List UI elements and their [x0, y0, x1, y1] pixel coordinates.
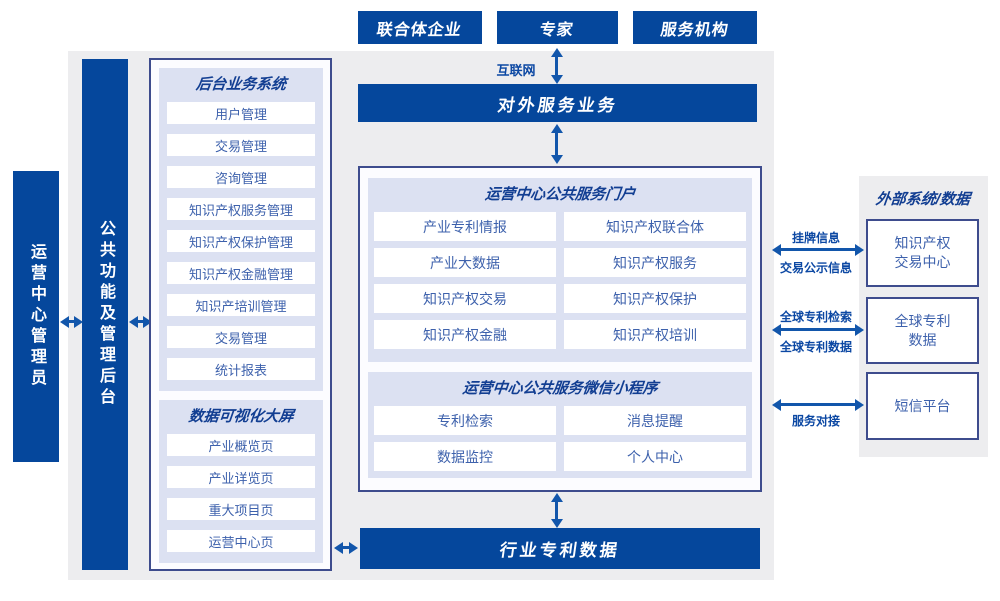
actor-consortium-enterprises: 联合体企业	[358, 11, 482, 44]
backoffice-item: 知识产权服务管理	[167, 198, 315, 220]
portal-item: 知识产权交易	[374, 284, 556, 313]
portal-section: 运营中心公共服务门户 产业专利情报 知识产权联合体 产业大数据 知识产权服务 知…	[368, 178, 752, 362]
backoffice-item: 用户管理	[167, 102, 315, 124]
dashboard-item: 运营中心页	[167, 530, 315, 552]
double-arrow-global-patent-icon	[772, 323, 864, 336]
portal-item: 知识产权保护	[564, 284, 746, 313]
dashboard-section: 数据可视化大屏 产业概览页 产业详览页 重大项目页 运营中心页	[159, 400, 323, 563]
external-system-label: 全球专利	[894, 312, 951, 329]
link-label-service-docking: 服务对接	[791, 414, 840, 428]
external-system-sms-platform: 短信平台	[866, 372, 979, 440]
miniprogram-item: 数据监控	[374, 442, 556, 471]
backoffice-items: 用户管理 交易管理 咨询管理 知识产权服务管理 知识产权保护管理 知识产权金融管…	[159, 102, 323, 380]
portal-items: 产业专利情报 知识产权联合体 产业大数据 知识产权服务 知识产权交易 知识产权保…	[368, 212, 752, 349]
portal-item: 知识产权联合体	[564, 212, 746, 241]
industry-patent-data-bar: 行业专利数据	[360, 528, 760, 569]
link-label-global-patent-data: 全球专利数据	[779, 340, 852, 354]
portal-item: 知识产权服务	[564, 248, 746, 277]
external-system-ip-trading-center: 知识产权 交易中心	[866, 219, 979, 287]
miniprogram-section: 运营中心公共服务微信小程序 专利检索 消息提醒 数据监控 个人中心	[368, 372, 752, 478]
backoffice-item: 知识产权保护管理	[167, 230, 315, 252]
portal-item: 产业大数据	[374, 248, 556, 277]
external-system-label: 数据	[908, 331, 937, 348]
link-label-global-patent-search: 全球专利检索	[779, 310, 852, 324]
portal-title: 运营中心公共服务门户	[484, 186, 636, 203]
actor-service-organizations: 服务机构	[633, 11, 757, 44]
portal-item: 知识产权培训	[564, 320, 746, 349]
dashboard-items: 产业概览页 产业详览页 重大项目页 运营中心页	[159, 434, 323, 552]
external-system-label: 短信平台	[894, 397, 951, 414]
portal-item: 产业专利情报	[374, 212, 556, 241]
double-arrow-sms-icon	[772, 398, 864, 411]
backoffice-item: 交易管理	[167, 134, 315, 156]
actor-label: 专家	[538, 21, 576, 39]
double-arrow-internet-icon	[550, 48, 563, 84]
link-label-trade-publicity-info: 交易公示信息	[779, 261, 852, 275]
miniprogram-item: 消息提醒	[564, 406, 746, 435]
double-arrow-portal-to-patent-data-icon	[550, 493, 563, 528]
dashboard-title: 数据可视化大屏	[187, 408, 295, 425]
external-system-label: 知识产权	[894, 235, 951, 251]
double-arrow-admin-backend-icon	[60, 315, 83, 328]
external-service-bar-label: 对外服务业务	[495, 95, 619, 115]
dashboard-item: 重大项目页	[167, 498, 315, 520]
portal-item: 知识产权金融	[374, 320, 556, 349]
external-system-label: 交易中心	[894, 254, 951, 270]
miniprogram-items: 专利检索 消息提醒 数据监控 个人中心	[368, 406, 752, 471]
external-service-bar: 对外服务业务	[358, 84, 757, 122]
backoffice-title: 后台业务系统	[195, 76, 287, 93]
external-systems-title: 外部系统/数据	[874, 191, 971, 208]
double-arrow-service-to-portal-icon	[550, 124, 563, 164]
miniprogram-item: 专利检索	[374, 406, 556, 435]
backoffice-item: 咨询管理	[167, 166, 315, 188]
industry-patent-data-label: 行业专利数据	[498, 541, 622, 560]
link-label-listing-info: 挂牌信息	[791, 231, 840, 245]
miniprogram-title: 运营中心公共服务微信小程序	[461, 380, 659, 397]
actor-label: 联合体企业	[375, 21, 464, 39]
miniprogram-item: 个人中心	[564, 442, 746, 471]
dashboard-item: 产业详览页	[167, 466, 315, 488]
backoffice-item: 交易管理	[167, 326, 315, 348]
backoffice-item: 知识产培训管理	[167, 294, 315, 316]
backoffice-item: 统计报表	[167, 358, 315, 380]
double-arrow-backend-backoffice-icon	[129, 315, 152, 328]
actor-experts: 专家	[497, 11, 618, 44]
operation-center-admin-bar: 运营中心管理员	[13, 171, 59, 462]
internet-label: 互联网	[496, 63, 536, 78]
double-arrow-dashboard-patent-data-icon	[334, 541, 358, 554]
double-arrow-ip-trading-icon	[772, 243, 864, 256]
backoffice-item: 知识产权金融管理	[167, 262, 315, 284]
dashboard-item: 产业概览页	[167, 434, 315, 456]
external-systems-panel: 外部系统/数据 知识产权 交易中心 全球专利 数据 短信平台	[859, 176, 988, 457]
external-system-global-patent-data: 全球专利 数据	[866, 297, 979, 364]
public-function-backend-bar: 公共功能及管理后台	[82, 59, 128, 570]
actor-label: 服务机构	[659, 21, 730, 39]
backoffice-section: 后台业务系统 用户管理 交易管理 咨询管理 知识产权服务管理 知识产权保护管理 …	[159, 68, 323, 391]
